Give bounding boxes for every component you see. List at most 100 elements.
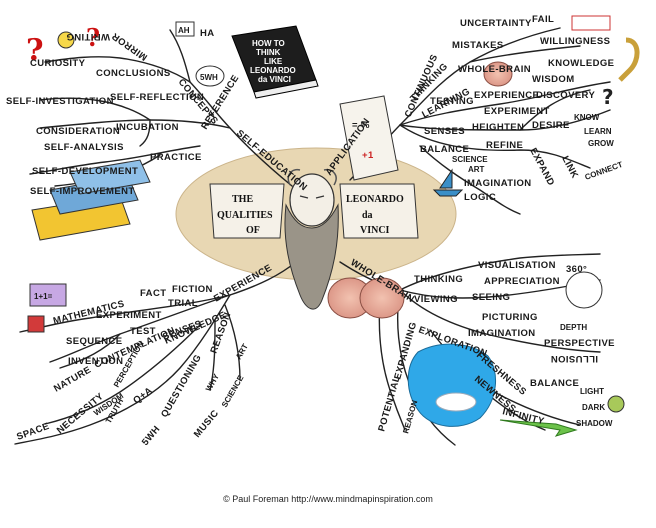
label-art-app: ART [468,165,485,174]
pear-icon [607,395,625,413]
sun-icon [57,31,75,49]
label-why: WHY [204,372,221,393]
label-space: SPACE [15,421,51,443]
label-light: LIGHT [580,387,604,396]
label-5wh: 5WH [140,424,163,448]
label-uncertainty: UNCERTAINTY [460,18,532,29]
center-name-first: LEONARDO [346,194,404,205]
label-viewing: VIEWING [414,294,458,305]
label-self-reflection: SELF-REFLECTION [110,92,204,103]
label-music: MUSIC [192,408,221,440]
label-reason-wb: REASON [401,399,419,435]
label-test: TEST [130,326,156,337]
label-knowledge-app: KNOWLEDGE [548,58,614,69]
red-block-icon [27,315,45,333]
label-aha-box: AH [178,26,190,35]
label-qa: Q+A [131,385,154,406]
stacked-books [31,159,151,241]
label-fail: FAIL [532,14,554,25]
label-whole-brain-app: WHOLE-BRAIN [458,64,531,75]
label-senses-app: SENSES [424,126,465,137]
label-science-app: SCIENCE [452,155,488,164]
blue-lake [407,343,497,427]
question-mark-icon-2: ? [86,23,100,52]
label-depth: DEPTH [560,323,587,332]
label-360: 360° [566,264,587,275]
label-invention: INVENTION [68,356,123,367]
label-mistakes: MISTAKES [452,40,504,51]
application-paper: = % +1 [339,95,399,181]
book-line1: HOW TO [252,39,285,48]
label-know: KNOW [574,113,600,122]
label-conclusions: CONCLUSIONS [96,68,171,79]
black-book: HOW TO THINK LIKE LEONARDO da VINCI [231,25,319,99]
label-consideration: CONSIDERATION [36,126,120,137]
label-experience-app: EXPERIENCE [474,90,539,101]
label-testing: TESTING [430,96,474,107]
label-perspective: PERSPECTIVE [544,338,615,349]
label-experiment-app: EXPERIMENT [484,106,550,117]
label-trial: TRIAL [168,298,198,309]
label-thinking-wb: THINKING [414,274,463,285]
label-fiction: FICTION [172,284,213,295]
label-balance-wb: BALANCE [530,378,579,389]
label-seeing: SEEING [472,292,510,303]
question-mark-icon: ? [26,33,44,68]
cube-icon [29,283,67,307]
label-imagination-app: IMAGINATION [464,178,532,189]
label-self-improvement: SELF-IMPROVEMENT [30,186,135,197]
leonardo-portrait [284,168,339,310]
face-icon [565,271,603,309]
label-fact: FACT [140,288,166,299]
label-visualisation: VISUALISATION [478,260,556,271]
label-link: LINK [559,154,580,180]
label-cube: 1+1= [34,292,53,301]
label-imagination-wb: IMAGINATION [468,328,536,339]
book-line2: THINK [256,48,281,57]
center-title-qualities: QUALITIES [217,210,273,221]
label-science-exp: SCIENCE [220,373,246,409]
center-title-the: THE [232,194,253,205]
center-banner-left: THE QUALITIES OF [209,183,285,239]
book-line5: da VINCI [258,75,291,84]
fail-checkbox-icon [571,15,611,31]
center-name-last: VINCI [360,225,390,236]
paper-symbol-1: = % [352,120,370,131]
label-learn: LEARN [584,127,612,136]
label-wisdom: WISDOM [532,74,575,85]
infinity-arrow-icon [499,419,578,437]
brain-image [327,61,513,319]
label-curiosity: CURIOSITY [30,58,86,69]
label-connect: CONNECT [584,160,624,182]
label-5wh-bubble: 5WH [200,73,218,82]
label-willingness: WILLINGNESS [540,36,610,47]
label-picturing: PICTURING [482,312,538,323]
book-line4: LEONARDO [250,66,296,75]
label-experiment-exp: EXPERIMENT [96,310,162,321]
label-self-analysis: SELF-ANALYSIS [44,142,124,153]
copyright-credit: © Paul Foreman http://www.mindmapinspira… [223,494,433,504]
paper-symbol-2: +1 [362,150,374,161]
label-questioning: QUESTIONING [159,353,204,420]
label-potential: POTENTIAL [376,375,402,433]
label-appreciation: APPRECIATION [484,276,560,287]
question-face-icon: ? [602,85,614,109]
book-line3: LIKE [264,57,283,66]
label-dark: DARK [582,403,605,412]
label-self-development: SELF-DEVELOPMENT [32,166,138,177]
label-desire: DESIRE [532,120,570,131]
label-heighten: HEIGHTEN [472,122,524,133]
label-discovery: DISCOVERY [536,90,595,101]
label-logic: LOGIC [464,192,496,203]
label-illusion: ILLUSION [550,353,598,364]
label-refine: REFINE [486,140,523,151]
decorative-icons: ? ? ? [26,15,640,437]
label-incubation: INCUBATION [116,122,179,133]
label-shadow: SHADOW [576,419,613,428]
label-nature: NATURE [52,364,93,394]
fivew-bubble [195,65,225,87]
aha-box [175,21,195,37]
hook-icon [618,37,640,82]
